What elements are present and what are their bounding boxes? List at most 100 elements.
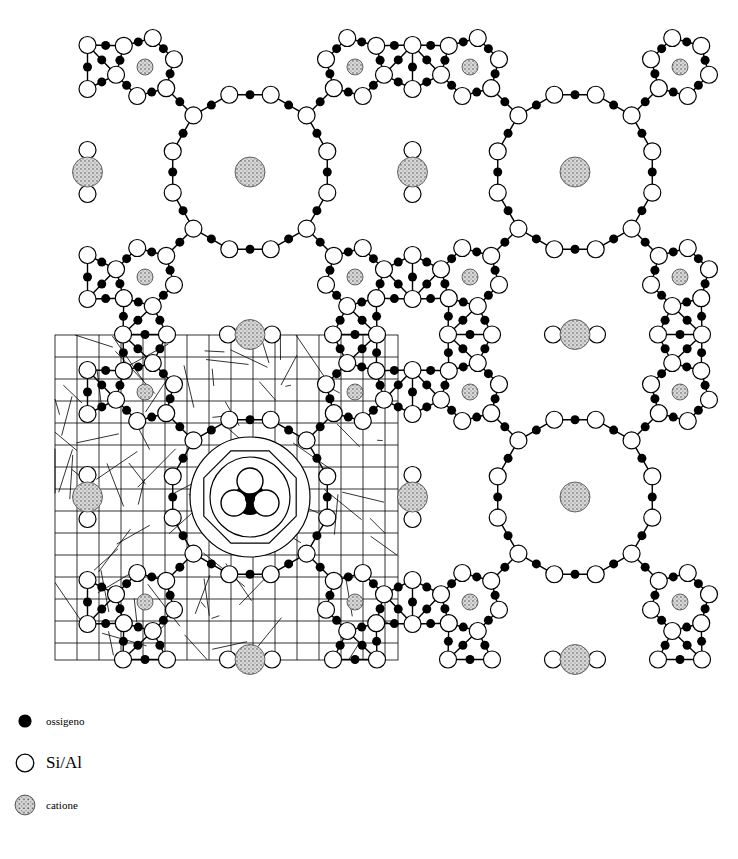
si-al-atom	[454, 565, 471, 582]
oxygen-atom	[390, 619, 399, 628]
si-al-atom	[108, 391, 125, 408]
oxygen-atom	[641, 422, 650, 431]
oxygen-atom	[372, 637, 381, 646]
oxygen-atom	[147, 88, 156, 97]
cation-large	[560, 482, 590, 512]
cation-small	[137, 384, 153, 400]
oxygen-atom	[323, 168, 332, 177]
oxygen-atom	[344, 247, 353, 256]
si-al-atom	[644, 143, 661, 160]
grid-line	[99, 529, 131, 571]
oxygen-atom	[390, 294, 399, 303]
grid-line	[134, 599, 137, 623]
oxygen-atom	[83, 388, 92, 397]
oxygen-atom	[504, 454, 513, 463]
oxygen-atom	[115, 279, 124, 288]
oxygen-atom	[332, 369, 341, 378]
oxygen-atom	[394, 583, 403, 592]
oxygen-atom	[97, 280, 106, 289]
cation-large	[235, 320, 265, 350]
si-al-atom	[664, 297, 681, 314]
oxygen-atom	[376, 604, 385, 613]
si-al-atom	[679, 412, 696, 429]
oxygen-atom	[316, 238, 325, 247]
si-al-atom	[650, 326, 667, 343]
oxygen-atom	[661, 316, 670, 325]
si-al-atom	[440, 651, 457, 668]
si-al-atom	[368, 37, 385, 54]
si-al-atom	[108, 261, 125, 278]
cage-inner	[210, 457, 290, 537]
grid-line	[129, 463, 146, 484]
si-al-atom	[650, 651, 667, 668]
si-al-atom	[469, 297, 486, 314]
grid-line	[281, 355, 297, 385]
oxygen-atom	[357, 37, 366, 46]
si-al-atom	[318, 276, 335, 293]
si-al-atom	[375, 66, 392, 83]
oxygen-atom	[493, 493, 502, 502]
oxygen-atom	[408, 598, 417, 607]
oxygen-atom	[701, 604, 710, 613]
si-al-atom	[158, 405, 175, 422]
oxygen-atom	[641, 563, 650, 572]
si-al-atom	[164, 184, 181, 201]
oxygen-atom	[447, 579, 456, 588]
si-al-atom	[679, 87, 696, 104]
oxygen-atom	[500, 563, 509, 572]
grid-line	[212, 416, 221, 418]
si-al-atom	[664, 355, 681, 372]
oxygen-atom	[426, 366, 435, 375]
cation-small	[347, 594, 363, 610]
oxygen-atom	[484, 616, 493, 625]
si-al-atom	[129, 240, 146, 257]
oxygen-atom	[394, 258, 403, 267]
si-al-atom	[318, 601, 335, 618]
oxygen-atom	[369, 81, 378, 90]
si-al-atom	[185, 107, 202, 124]
oxygen-atom	[246, 90, 255, 99]
oxygen-atom	[325, 591, 334, 600]
grid-line	[341, 335, 342, 660]
oxygen-atom	[207, 426, 216, 435]
cation-small	[137, 269, 153, 285]
oxygen-atom	[97, 605, 106, 614]
oxygen-atom	[637, 454, 646, 463]
oxygen-atom	[168, 168, 177, 177]
cation-large	[73, 482, 103, 512]
oxygen-atom	[682, 298, 691, 307]
si-al-atom	[623, 545, 640, 562]
cation-small	[347, 384, 363, 400]
cation-large	[73, 157, 103, 187]
grid-line	[285, 385, 290, 386]
oxygen-atom	[312, 129, 321, 138]
si-al-atom	[404, 511, 421, 528]
si-al-atom	[354, 87, 371, 104]
si-al-atom	[643, 51, 660, 68]
si-al-atom	[185, 545, 202, 562]
si-al-atom	[375, 391, 392, 408]
oxygen-atom	[426, 294, 435, 303]
cation-large	[235, 157, 265, 187]
oxygen-atom	[683, 641, 692, 650]
oxygen-atom	[571, 415, 580, 424]
si-al-atom	[79, 142, 96, 159]
oxygen-atom	[323, 493, 332, 502]
oxygen-atom	[472, 413, 481, 422]
oxygen-atom	[697, 348, 706, 357]
si-al-atom	[483, 247, 500, 264]
oxygen-atom	[134, 623, 143, 632]
si-al-atom	[220, 651, 237, 668]
cation-small	[137, 59, 153, 75]
oxygen-atom	[122, 81, 131, 90]
oxygen-atom	[358, 316, 367, 325]
oxygen-atom	[325, 394, 334, 403]
oxygen-atom	[504, 531, 513, 540]
oxygen-atom	[650, 591, 659, 600]
oxygen-atom	[500, 422, 509, 431]
oxygen-atom	[394, 402, 403, 411]
si-al-atom	[404, 572, 421, 589]
si-al-atom	[510, 545, 527, 562]
oxygen-atom	[147, 247, 156, 256]
si-al-atom	[375, 586, 392, 603]
